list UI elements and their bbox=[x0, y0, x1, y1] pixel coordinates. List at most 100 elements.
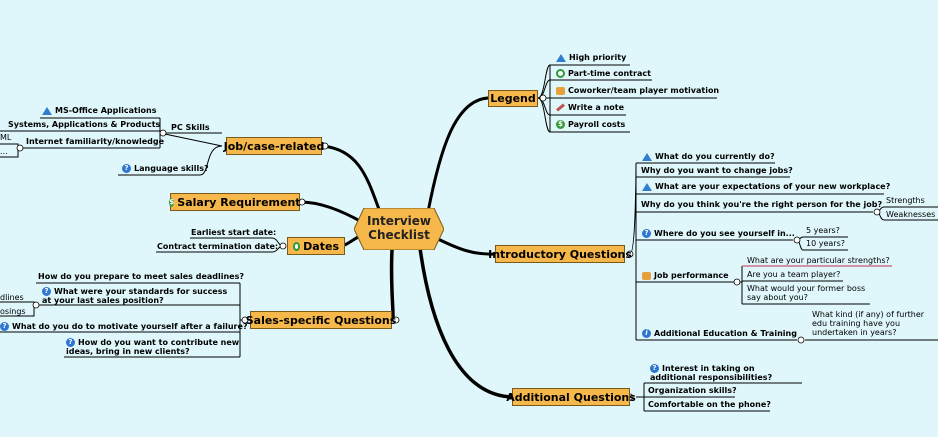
intro-q6-former-boss[interactable]: What would your former boss say about yo… bbox=[747, 284, 871, 302]
intro-q6-team-player[interactable]: Are you a team player? bbox=[747, 270, 840, 280]
intro-q4[interactable]: Why do you think you're the right person… bbox=[641, 200, 882, 210]
intro-q4-strengths[interactable]: Strengths bbox=[886, 196, 925, 206]
five-years-label: 5 years? bbox=[806, 226, 840, 235]
legend-item-write-a-note[interactable]: Write a note bbox=[556, 103, 624, 113]
contract-termination-label: Contract termination date: bbox=[157, 242, 279, 251]
intro-q4-label: Why do you think you're the right person… bbox=[641, 200, 883, 209]
intro-q4-weaknesses[interactable]: Weaknesses bbox=[886, 210, 935, 220]
legend-item-label: Part-time contract bbox=[568, 69, 651, 78]
topic-additional-questions[interactable]: Additional Questions bbox=[506, 388, 636, 406]
question-icon: ? bbox=[66, 338, 75, 347]
sales-q1-label: How do you prepare to meet sales deadlin… bbox=[38, 272, 245, 281]
language-skills-label: Language skills? bbox=[134, 164, 209, 173]
central-topic-line1: Interview bbox=[367, 214, 431, 228]
strengths-label: Strengths bbox=[886, 196, 925, 205]
further-education-label: What kind (if any) of further edu traini… bbox=[812, 310, 925, 337]
topic-dates-label: Dates bbox=[303, 239, 339, 253]
sales-q2-sub-1[interactable]: dlines bbox=[0, 293, 24, 303]
intro-q5-5years[interactable]: 5 years? bbox=[806, 226, 840, 236]
topic-introductory-questions[interactable]: Introductory Questions bbox=[488, 245, 632, 263]
additional-q3[interactable]: Comfortable on the phone? bbox=[648, 400, 771, 410]
central-topic[interactable]: Interview Checklist bbox=[354, 208, 444, 250]
intro-q6-label: Job performance bbox=[654, 271, 729, 280]
thumbs-up-icon bbox=[642, 271, 651, 280]
earliest-start-label: Earliest start date: bbox=[191, 228, 277, 237]
ms-office-label: MS-Office Applications bbox=[55, 106, 157, 115]
topic-job-case-related[interactable]: Job/case-related bbox=[223, 137, 325, 155]
topic-dates[interactable]: Dates bbox=[287, 237, 345, 255]
question-icon: ? bbox=[42, 287, 51, 296]
additional-q1[interactable]: ?Interest in taking on additional respon… bbox=[650, 364, 802, 382]
intro-q3[interactable]: What are your expectations of your new w… bbox=[642, 182, 890, 192]
info-icon: i bbox=[642, 329, 651, 338]
job-language-skills[interactable]: ?Language skills? bbox=[122, 164, 209, 174]
pen-icon bbox=[556, 103, 565, 112]
intro-q2[interactable]: Why do you want to change jobs? bbox=[641, 166, 793, 176]
ten-years-label: 10 years? bbox=[806, 239, 845, 248]
intro-q1[interactable]: What do you currently do? bbox=[642, 152, 775, 162]
sales-q2-sub-2[interactable]: osings bbox=[0, 307, 26, 317]
sales-q4-label: How do you want to contribute new ideas,… bbox=[66, 338, 240, 356]
intro-q2-label: Why do you want to change jobs? bbox=[641, 166, 793, 175]
question-icon: ? bbox=[0, 322, 9, 331]
legend-item-label: High priority bbox=[569, 53, 627, 62]
topic-sales-specific-questions[interactable]: Sales-specific Questions bbox=[246, 311, 396, 329]
internet-sub-1-label: ML bbox=[0, 133, 12, 142]
internet-sub-2-label: ... bbox=[0, 147, 8, 156]
sales-q3-label: What do you do to motivate yourself afte… bbox=[12, 322, 248, 331]
collapse-toggles bbox=[16, 94, 881, 401]
topic-salary-label: Salary Requirement bbox=[177, 195, 301, 209]
intro-q6-strengths[interactable]: What are your particular strengths? bbox=[747, 256, 890, 266]
dates-earliest-start[interactable]: Earliest start date: bbox=[191, 228, 276, 238]
job-systems-applications[interactable]: Systems, Applications & Products bbox=[8, 120, 160, 130]
job-internet-sub-2[interactable]: ... bbox=[0, 147, 8, 157]
topic-sales-label: Sales-specific Questions bbox=[245, 313, 397, 327]
topic-salary-requirement[interactable]: $ Salary Requirement bbox=[169, 193, 301, 211]
legend-item-part-time-contract[interactable]: Part-time contract bbox=[556, 69, 651, 79]
topic-additional-label: Additional Questions bbox=[506, 390, 636, 404]
intro-q7-label: Additional Education & Training bbox=[654, 329, 797, 338]
sales-q2-label: What were your standards for success at … bbox=[42, 287, 228, 305]
dates-contract-termination[interactable]: Contract termination date: bbox=[157, 242, 278, 252]
intro-q1-label: What do you currently do? bbox=[655, 152, 775, 161]
intro-q5[interactable]: ?Where do you see yourself in... bbox=[642, 229, 795, 239]
high-priority-icon bbox=[642, 152, 652, 161]
topic-legend[interactable]: Legend bbox=[488, 90, 538, 107]
question-icon: ? bbox=[642, 229, 651, 238]
sales-q3[interactable]: ?What do you do to motivate yourself aft… bbox=[0, 322, 248, 332]
sales-q1[interactable]: How do you prepare to meet sales deadlin… bbox=[38, 272, 244, 282]
payroll-costs-icon: $ bbox=[169, 197, 175, 207]
question-icon: ? bbox=[650, 364, 659, 373]
high-priority-icon bbox=[42, 106, 52, 115]
sales-q2-sub-1-label: dlines bbox=[0, 293, 24, 302]
intro-q7-further-education[interactable]: What kind (if any) of further edu traini… bbox=[812, 310, 938, 337]
sales-q4[interactable]: ?How do you want to contribute new ideas… bbox=[66, 338, 240, 356]
legend-item-label: Payroll costs bbox=[568, 120, 626, 129]
topic-intro-label: Introductory Questions bbox=[488, 247, 632, 261]
job-ms-office[interactable]: MS-Office Applications bbox=[42, 106, 157, 116]
intro-q6[interactable]: Job performance bbox=[642, 271, 729, 281]
legend-item-coworker-motivation[interactable]: Coworker/team player motivation bbox=[556, 86, 719, 96]
job-internet-familiarity[interactable]: Internet familiarity/knowledge bbox=[26, 137, 164, 147]
additional-q2[interactable]: Organization skills? bbox=[648, 386, 737, 396]
high-priority-icon bbox=[642, 182, 652, 191]
central-topic-shape bbox=[354, 208, 444, 250]
clock-icon bbox=[556, 69, 565, 78]
topic-legend-label: Legend bbox=[490, 92, 536, 105]
legend-item-label: Write a note bbox=[568, 103, 625, 112]
topic-job-label: Job/case-related bbox=[223, 139, 325, 153]
sales-q2-sub-2-label: osings bbox=[0, 307, 26, 316]
sales-q2[interactable]: ?What were your standards for success at… bbox=[42, 287, 238, 305]
job-internet-sub-1[interactable]: ML bbox=[0, 133, 11, 143]
part-time-contract-icon bbox=[293, 241, 301, 251]
legend-item-high-priority[interactable]: High priority bbox=[556, 53, 626, 63]
job-pc-skills[interactable]: PC Skills bbox=[171, 123, 210, 133]
thumbs-up-icon bbox=[556, 86, 565, 95]
additional-q1-label: Interest in taking on additional respons… bbox=[650, 364, 773, 382]
intro-q5-10years[interactable]: 10 years? bbox=[806, 239, 845, 249]
intro-q3-label: What are your expectations of your new w… bbox=[655, 182, 891, 191]
systems-applications-label: Systems, Applications & Products bbox=[8, 120, 161, 129]
legend-item-label: Coworker/team player motivation bbox=[568, 86, 720, 95]
legend-item-payroll-costs[interactable]: $Payroll costs bbox=[556, 120, 625, 130]
